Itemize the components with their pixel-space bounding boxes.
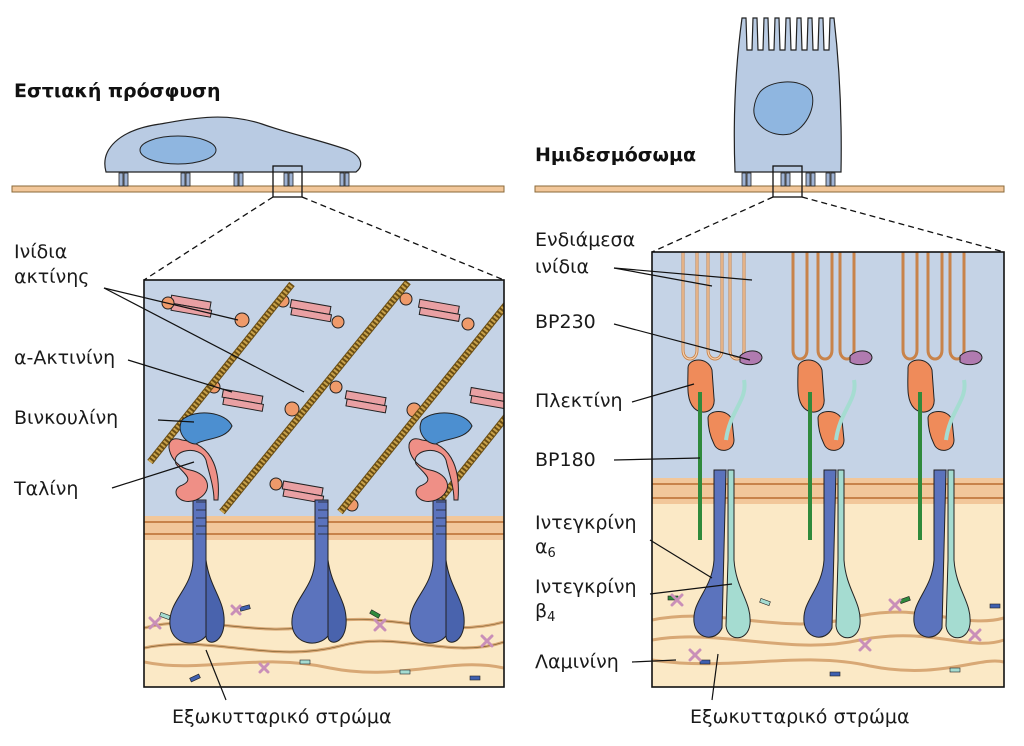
label-vinculin: Βινκουλίνη <box>14 407 119 429</box>
integrin-assembly-2 <box>291 499 347 644</box>
label-integrin-a6-line2: α6 <box>535 536 556 565</box>
talin-3 <box>408 438 459 502</box>
detail-frame-left <box>143 279 505 688</box>
zoom-line-right-b <box>801 196 1005 253</box>
alpha-actinin-rods <box>169 294 504 504</box>
zoom-line-left <box>143 196 274 281</box>
focal-adhesion-title: Εστιακή πρόσφυση <box>14 80 221 102</box>
label-bp180: BP180 <box>535 449 596 471</box>
label-talin: Ταλίνη <box>14 478 79 500</box>
label-plectin: Πλεκτίνη <box>535 390 623 412</box>
leader-lines <box>103 267 753 701</box>
laminin-crosses-right <box>670 593 982 662</box>
label-laminin: Λαμινίνη <box>535 651 619 673</box>
ecm-particles-left <box>159 604 481 683</box>
label-ecm-right: Εξωκυτταρικό στρώμα <box>690 706 910 728</box>
zoom-box-right <box>772 165 803 198</box>
integrin-b4-subscript: 4 <box>547 610 556 625</box>
integrin-a6-subscript: 6 <box>547 546 556 561</box>
label-integrin-a6-line1: Ιντεγκρίνη <box>535 512 637 534</box>
label-if-line2: ινίδια <box>535 256 590 278</box>
integrin-assembly-3 <box>408 412 473 644</box>
label-if-line1: Ενδιάμεσα <box>535 229 636 251</box>
label-ecm-left: Εξωκυτταρικό στρώμα <box>172 706 392 728</box>
zoom-line-right <box>301 196 505 281</box>
integrin-a6-symbol: α <box>535 536 548 558</box>
vinculin-1 <box>179 412 233 445</box>
focal-adhesion-overview <box>11 116 505 281</box>
label-actin-line1: Ινίδια <box>14 241 68 263</box>
label-bp230: BP230 <box>535 311 596 333</box>
zoom-box <box>272 165 303 198</box>
zoom-line-right-a <box>651 196 774 253</box>
hemidesmosome-overview <box>534 17 1005 253</box>
label-integrin-b4-line1: Ιντεγκρίνη <box>535 576 637 598</box>
vinculin-3 <box>419 412 473 445</box>
integrin-assembly-1 <box>168 412 233 644</box>
actin-filaments <box>147 280 504 515</box>
bp230-1 <box>739 350 763 366</box>
integrin-b4-1 <box>725 469 751 639</box>
hemidesmosome-detail <box>651 251 1005 688</box>
hemidesmosome-title: Ημιδεσμόσωμα <box>535 144 697 166</box>
talin-1 <box>168 438 219 502</box>
hemidesmosome-unit-3 <box>901 252 983 639</box>
hemidesmosome-unit-1 <box>681 252 763 639</box>
epithelial-nucleus <box>753 81 814 136</box>
plectin-1 <box>687 359 715 413</box>
detail-frame-right <box>651 251 1005 688</box>
label-alpha-actinin: α-Ακτινίνη <box>14 347 116 369</box>
hemidesmosome-unit-2 <box>791 252 873 639</box>
label-integrin-b4-line2: β4 <box>535 600 555 629</box>
laminin-crosses-left <box>148 604 494 674</box>
integrin-b4-symbol: β <box>535 600 548 622</box>
substrate-strip-right <box>534 185 1005 193</box>
label-actin-line2: ακτίνης <box>14 266 90 288</box>
hemidesmosome-sites <box>741 172 836 187</box>
cell-nucleus <box>139 135 217 165</box>
substrate-strip <box>11 185 505 193</box>
focal-adhesion-detail <box>143 279 505 688</box>
adhesion-sites <box>118 172 350 187</box>
